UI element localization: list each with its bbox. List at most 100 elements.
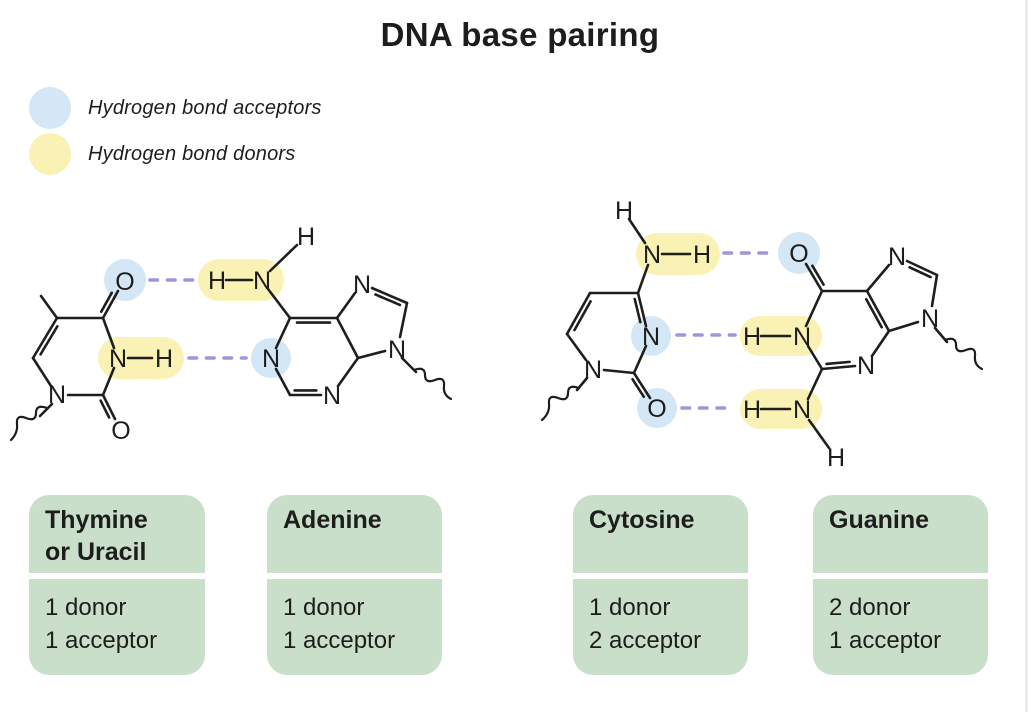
atom-label-H: H xyxy=(297,223,315,251)
bond-inner xyxy=(825,360,851,366)
bond xyxy=(865,289,891,333)
acceptor-highlight xyxy=(637,388,677,428)
bond xyxy=(632,371,652,400)
card-title: Thymine or Uracil xyxy=(29,495,205,573)
card-stats: 1 donor 1 acceptor xyxy=(29,579,205,675)
card-title: Adenine xyxy=(267,495,442,573)
atom-label-N: N xyxy=(262,345,280,373)
bond-inner xyxy=(631,377,646,399)
card-stats: 2 donor 1 acceptor xyxy=(813,579,988,675)
atom-label-H: H xyxy=(155,345,173,373)
bond xyxy=(930,273,939,308)
bond xyxy=(870,329,891,358)
atom-label-H: H xyxy=(693,241,711,269)
legend-item-acceptors: Hydrogen bond acceptors xyxy=(29,87,322,129)
bond xyxy=(804,289,824,328)
bond-inner xyxy=(39,325,59,356)
atom-label-N: N xyxy=(109,345,127,373)
bond xyxy=(101,366,116,397)
bond xyxy=(31,316,59,360)
sugar-squiggle xyxy=(943,337,984,371)
window-edge xyxy=(1025,0,1028,712)
bond xyxy=(356,349,387,360)
card-adenine: Adenine 1 donor 1 acceptor xyxy=(267,495,442,675)
bond xyxy=(565,332,588,362)
bond xyxy=(602,368,636,375)
donor-swatch-icon xyxy=(29,133,71,175)
sugar-squiggle xyxy=(412,367,453,401)
legend-label-acceptors: Hydrogen bond acceptors xyxy=(88,96,322,119)
atom-label-O: O xyxy=(111,417,130,445)
bond xyxy=(905,259,939,277)
atom-label-H: H xyxy=(743,396,761,424)
legend-item-donors: Hydrogen bond donors xyxy=(29,133,295,175)
atom-label-N: N xyxy=(353,271,371,299)
acceptor-highlight xyxy=(631,316,671,356)
atom-label-N: N xyxy=(388,336,406,364)
atom-label-H: H xyxy=(615,197,633,225)
card-cytosine: Cytosine 1 donor 2 acceptor xyxy=(573,495,748,675)
bond xyxy=(865,263,891,293)
atom-label-N: N xyxy=(888,243,906,271)
bond xyxy=(268,243,299,273)
bond xyxy=(274,316,292,350)
bond xyxy=(266,287,292,320)
page-title: DNA base pairing xyxy=(380,16,660,53)
bond-inner xyxy=(573,300,592,332)
bond xyxy=(806,344,824,371)
acceptor-highlight xyxy=(104,259,146,301)
bond xyxy=(335,291,357,320)
bond xyxy=(31,356,53,388)
legend-label-donors: Hydrogen bond donors xyxy=(88,142,296,165)
bond xyxy=(806,367,824,401)
bond-inner xyxy=(99,399,111,419)
atom-label-N: N xyxy=(642,323,660,351)
atom-label-N: N xyxy=(793,396,811,424)
bond xyxy=(101,289,120,320)
atom-label-H: H xyxy=(827,444,845,472)
card-title: Cytosine xyxy=(573,495,748,573)
card-guanine: Guanine 2 donor 1 acceptor xyxy=(813,495,988,675)
sugar-squiggle xyxy=(540,385,581,422)
bond xyxy=(335,316,360,360)
bond-inner xyxy=(374,293,402,307)
card-thymine-or-uracil: Thymine or Uracil 1 donor 1 acceptor xyxy=(29,495,205,675)
bond-inner xyxy=(864,297,883,329)
bond-inner xyxy=(811,264,825,286)
atom-label-O: O xyxy=(789,240,808,268)
atom-label-N: N xyxy=(584,356,602,384)
atom-label-N: N xyxy=(643,241,661,269)
card-stats: 1 donor 2 acceptor xyxy=(573,579,748,675)
atom-label-H: H xyxy=(208,267,226,295)
bond xyxy=(804,262,824,293)
atom-label-N: N xyxy=(323,382,341,410)
bond xyxy=(820,364,857,371)
bond xyxy=(807,418,831,450)
atom-label-N: N xyxy=(48,381,66,409)
atom-label-H: H xyxy=(743,323,761,351)
sugar-squiggle xyxy=(9,405,49,442)
acceptor-swatch-icon xyxy=(29,87,71,129)
atom-label-O: O xyxy=(115,268,134,296)
atom-label-N: N xyxy=(253,267,271,295)
bond xyxy=(398,301,409,339)
bond xyxy=(627,217,647,245)
card-title: Guanine xyxy=(813,495,988,573)
atom-label-N: N xyxy=(921,305,939,333)
bond xyxy=(565,291,592,336)
bond-inner xyxy=(99,291,114,314)
bond xyxy=(336,356,360,388)
bond xyxy=(38,402,54,418)
bond xyxy=(274,367,292,397)
bond-inner xyxy=(633,297,642,324)
bond xyxy=(887,320,920,333)
atom-label-N: N xyxy=(793,323,811,351)
bond xyxy=(636,263,650,295)
bond xyxy=(636,291,648,328)
